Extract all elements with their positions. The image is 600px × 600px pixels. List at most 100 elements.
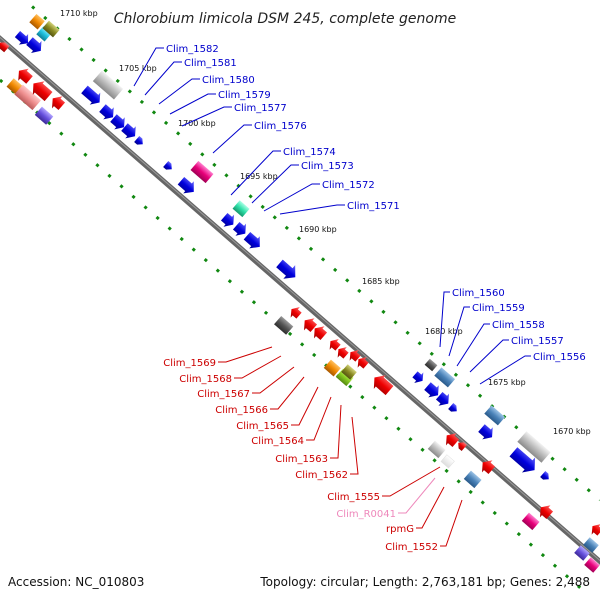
gene-feature[interactable] [584,557,600,573]
scale-tick-label: 1695 kbp [240,172,278,181]
gene-label[interactable]: Clim_1555 [327,492,380,503]
gene-arrow-reverse[interactable] [441,429,461,449]
gene-feature[interactable] [323,359,341,377]
scale-tick-labels: 1710 kbp 1705 kbp 1700 kbp 1695 kbp 1690… [60,9,591,436]
gene-feature[interactable] [517,431,551,463]
gene-feature[interactable] [424,358,438,372]
gene-arrow-reverse[interactable] [299,314,319,334]
scale-tick-label: 1705 kbp [119,64,157,73]
rna-label[interactable]: Clim_R0041 [336,509,396,520]
gene-arrow-forward[interactable] [422,380,443,401]
rna-feature[interactable] [440,454,455,469]
gene-label[interactable]: Clim_1576 [254,121,307,132]
accession-text: Accession: NC_010803 [8,575,144,589]
gene-label[interactable]: Clim_1568 [179,374,232,385]
gene-arrow-forward[interactable] [163,161,174,172]
gene-arrow-forward[interactable] [434,390,454,410]
gene-arrow-forward[interactable] [176,175,199,198]
gene-feature[interactable] [463,470,482,489]
gene-feature[interactable] [274,315,294,335]
gene-feature[interactable] [583,537,599,553]
gene-feature[interactable] [434,367,456,388]
gene-arrow-forward[interactable] [448,403,459,414]
gene-arrow-forward[interactable] [231,220,251,240]
gene-label[interactable]: Clim_1565 [236,421,289,432]
gene-arrow-forward[interactable] [134,136,145,147]
gene-label[interactable]: Clim_1569 [163,358,216,369]
gene-feature[interactable] [14,84,41,111]
gene-arrow-reverse[interactable] [28,77,55,104]
gene-label[interactable]: Clim_1581 [184,58,237,69]
gene-label[interactable]: Clim_1564 [251,436,304,447]
gene-label[interactable]: Clim_1552 [385,542,438,553]
gene-arrow-reverse[interactable] [369,371,396,398]
scale-tick-label: 1685 kbp [362,277,400,286]
scale-tick-label: 1675 kbp [488,378,526,387]
gene-label[interactable]: Clim_1573 [301,161,354,172]
gene-feature[interactable] [521,512,540,531]
gene-arrow-forward[interactable] [410,369,427,386]
scale-tick-label: 1680 kbp [425,327,463,336]
gene-feature[interactable] [335,368,354,387]
forward-gene-labels: Clim_1582 Clim_1581 Clim_1580 Clim_1579 … [166,44,586,363]
gene-label[interactable]: Clim_1557 [511,336,564,347]
gene-arrow-reverse[interactable] [456,440,467,451]
gene-arrow-reverse[interactable] [309,322,329,342]
gene-arrow-reverse[interactable] [477,456,497,476]
gene-label[interactable]: Clim_1580 [202,75,255,86]
gene-label[interactable]: Clim_1556 [533,352,586,363]
gene-label[interactable]: Clim_1566 [215,405,268,416]
gene-feature[interactable] [29,13,45,30]
gene-arrow-reverse[interactable] [326,336,343,353]
gene-label[interactable]: Clim_1577 [234,103,287,114]
gene-arrow-reverse[interactable] [354,354,371,371]
gene-label[interactable]: Clim_1571 [347,201,400,212]
gene-arrow-forward[interactable] [274,257,302,284]
gene-arrow-reverse[interactable] [0,40,10,53]
gene-arrow-forward[interactable] [119,121,140,142]
gene-arrow-reverse[interactable] [535,501,555,521]
scale-tick-label: 1710 kbp [60,9,98,18]
gene-label[interactable]: Clim_1560 [452,288,505,299]
gene-arrow-forward[interactable] [13,29,33,49]
gene-arrow-reverse[interactable] [14,65,35,86]
gene-label[interactable]: Clim_1558 [492,320,545,331]
gene-feature[interactable] [574,545,590,561]
gene-arrow-reverse[interactable] [47,92,67,112]
gene-label[interactable]: Clim_1572 [322,180,375,191]
gene-label[interactable]: Clim_1574 [283,147,336,158]
gene-feature[interactable] [427,440,446,459]
gene-feature[interactable] [190,160,214,184]
gene-arrow-reverse[interactable] [346,347,363,364]
gene-arrow-forward[interactable] [108,112,129,133]
gene-feature[interactable] [92,70,124,100]
reverse-gene-labels: Clim_1569 Clim_1568 Clim_1567 Clim_1566 … [163,358,438,553]
gene-arrow-forward[interactable] [79,83,105,108]
gene-feature[interactable] [232,200,250,218]
gene-feature[interactable] [341,364,357,380]
scale-tick-label: 1690 kbp [299,225,337,234]
gene-arrow-forward[interactable] [97,102,118,123]
gene-arrow-forward[interactable] [476,422,497,443]
gene-feature[interactable] [34,106,54,125]
scale-tick-label: 1700 kbp [178,119,216,128]
gene-arrow-forward[interactable] [242,230,265,253]
gene-arrow-forward[interactable] [24,35,46,57]
rna-label-leader [398,477,436,514]
gene-arrow-forward[interactable] [219,211,239,231]
gene-label[interactable]: Clim_1567 [197,389,250,400]
gene-label[interactable]: Clim_1579 [218,90,271,101]
gene-arrow-forward[interactable] [540,471,551,482]
gene-feature[interactable] [484,405,506,426]
gene-arrow-reverse[interactable] [287,304,304,321]
gene-label[interactable]: Clim_1559 [472,303,525,314]
gene-label[interactable]: rpmG [386,524,414,535]
gene-label[interactable]: Clim_1562 [295,470,348,481]
gene-arrow-reverse[interactable] [588,521,600,538]
gene-label[interactable]: Clim_1563 [275,454,328,465]
gene-label[interactable]: Clim_1582 [166,44,219,55]
gene-feature[interactable] [42,20,60,38]
gene-arrow-forward[interactable] [507,444,541,477]
gene-arrow-reverse[interactable] [334,344,351,361]
reverse-label-leaders [218,346,463,547]
